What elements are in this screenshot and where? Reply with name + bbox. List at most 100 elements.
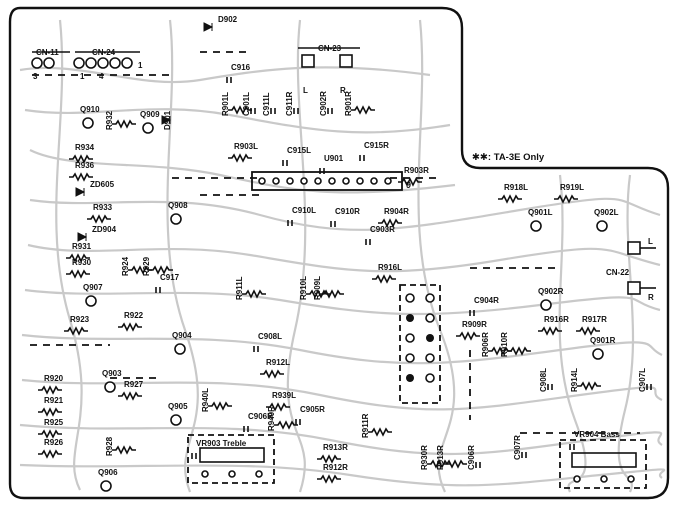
component-label: R929 (142, 256, 151, 276)
capacitor-glyph (330, 221, 336, 227)
component-label: R912L (266, 358, 290, 367)
capacitor-glyph (646, 384, 652, 390)
resistor-glyph (576, 326, 600, 336)
diode-glyph (75, 187, 86, 197)
resistor-glyph (378, 218, 402, 228)
resistor-glyph (577, 381, 601, 391)
component-label: R922 (124, 311, 144, 320)
resistor-glyph (112, 445, 136, 455)
resistor-glyph (149, 265, 173, 275)
component-label: C904R (474, 296, 499, 305)
resistor-glyph (317, 474, 341, 484)
component-label: R916R (544, 315, 569, 324)
cn24-pin-label-c: 1 (138, 61, 143, 70)
component-label: R904R (384, 207, 409, 216)
cn23-label: CN-23 (318, 44, 342, 53)
component-label: C907L (638, 368, 647, 392)
resistor-glyph (66, 269, 90, 279)
component-label: R918L (504, 183, 528, 192)
resistor-glyph (372, 274, 396, 284)
resistor-glyph (87, 214, 111, 224)
resistor-glyph (118, 322, 142, 332)
resistor-glyph (228, 153, 252, 163)
cn24-pin-label-a: 1 (80, 72, 85, 81)
resistor-glyph (260, 369, 284, 379)
resistor-glyph (427, 459, 451, 469)
resistor-glyph (38, 385, 62, 395)
cn24-label: CN-24 (92, 48, 116, 57)
component-label: R919L (560, 183, 584, 192)
board-outline (8, 6, 670, 500)
transistor-glyph (82, 117, 94, 129)
resistor-glyph (274, 420, 298, 430)
cn22-label: CN-22 (606, 268, 630, 277)
component-label: Q904 (172, 331, 192, 340)
cn24-pin-label-b: 4 (99, 72, 104, 81)
component-label: Q902L (594, 208, 619, 217)
cn11-pin-label: 3 (33, 72, 38, 81)
component-label: R911L (235, 276, 244, 300)
component-label: R901R (344, 91, 353, 116)
resistor-glyph (69, 172, 93, 182)
capacitor-glyph (287, 220, 293, 226)
component-label: R927 (124, 380, 144, 389)
component-label: R923 (70, 315, 90, 324)
component-label: R925 (44, 418, 64, 427)
cn23-pin-l: L (303, 86, 308, 95)
component-label: R906R (481, 332, 490, 357)
capacitor-glyph (327, 108, 333, 114)
capacitor-glyph (365, 239, 371, 245)
component-label: C906R (467, 445, 476, 470)
component-label: R932 (105, 110, 114, 130)
connector-cn23: CN-23 L R (298, 44, 360, 95)
capacitor-glyph (191, 453, 197, 459)
component-label: C905R (300, 405, 325, 414)
component-label: R934 (75, 143, 95, 152)
component-label: C907R (513, 435, 522, 460)
component-label: R939L (272, 391, 296, 400)
component-label: Q909 (140, 110, 160, 119)
component-label: R901L (221, 92, 230, 116)
component-label: R903R (404, 166, 429, 175)
component-label: R910R (500, 332, 509, 357)
component-label: Q902R (538, 287, 564, 296)
component-label: Q906 (98, 468, 118, 477)
component-label: R921 (44, 396, 64, 405)
capacitor-glyph (282, 160, 288, 166)
connector-cn24: CN-24 1 4 1 (73, 48, 143, 81)
resistor-glyph (118, 391, 142, 401)
transistor-glyph (530, 220, 542, 232)
transistor-glyph (592, 348, 604, 360)
cn22-pin-r: R (648, 293, 654, 302)
capacitor-glyph (250, 108, 256, 114)
component-label: C910R (335, 207, 360, 216)
component-label: R930R (420, 445, 429, 470)
capacitor-glyph (475, 462, 481, 468)
vr904-box (559, 439, 647, 489)
capacitor-glyph (295, 419, 301, 425)
resistor-glyph (507, 346, 531, 356)
resistor-glyph (320, 289, 344, 299)
component-label: D901 (163, 110, 172, 130)
transistor-glyph (540, 299, 552, 311)
resistor-glyph (368, 427, 392, 437)
component-label: C908L (539, 368, 548, 392)
resistor-glyph (488, 346, 512, 356)
component-label: Q905 (168, 402, 188, 411)
capacitor-glyph (521, 452, 527, 458)
resistor-glyph (38, 449, 62, 459)
capacitor-glyph (226, 77, 232, 83)
component-label: C915L (287, 146, 311, 155)
resistor-glyph (69, 154, 93, 164)
capacitor-glyph (155, 287, 161, 293)
ic-u901-pin9: 9 (406, 180, 411, 190)
component-label: R928 (105, 436, 114, 456)
component-label: Q903 (102, 369, 122, 378)
component-label: R924 (121, 256, 130, 276)
component-label: ZD904 (92, 225, 117, 234)
transistor-glyph (104, 381, 116, 393)
capacitor-glyph (547, 384, 553, 390)
capacitor-glyph (243, 426, 249, 432)
transistor-glyph (142, 122, 154, 134)
resistor-glyph (317, 454, 341, 464)
